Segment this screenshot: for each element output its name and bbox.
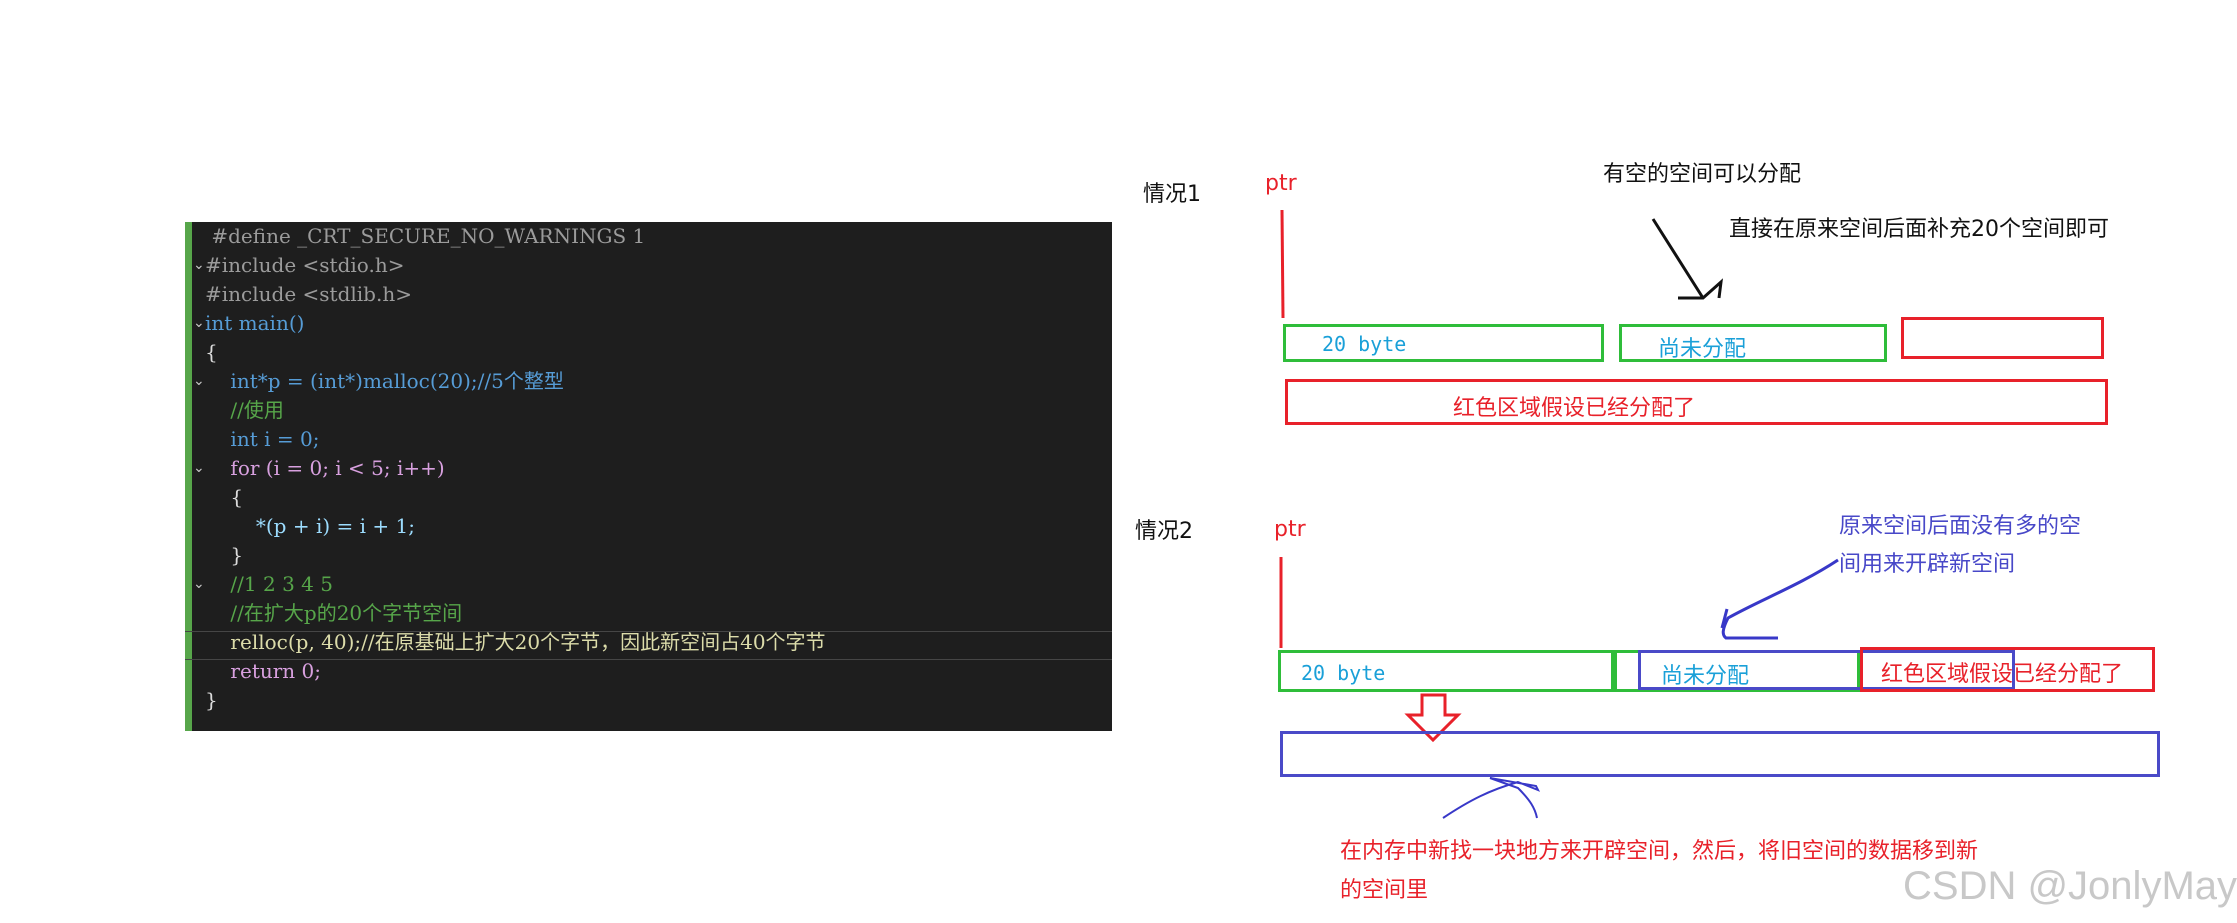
case1-note-right: 直接在原来空间后面补充20个空间即可 — [1729, 217, 2109, 242]
case1-used-label: 20 byte — [1322, 332, 1407, 356]
editor-gutter-bar — [185, 222, 192, 731]
case2-allocated-label: 红色区域假设已经分配了 — [1881, 662, 2124, 687]
fold-marker-icon[interactable]: ⌄ — [193, 315, 205, 331]
case1-free-label: 尚未分配 — [1658, 337, 1747, 362]
code-line: return 0; — [205, 659, 322, 683]
code-line: #include <stdlib.h> — [205, 282, 412, 306]
fold-marker-icon[interactable]: ⌄ — [193, 373, 205, 389]
case1-allocated-label: 红色区域假设已经分配了 — [1453, 396, 1696, 421]
code-line: #define _CRT_SECURE_NO_WARNINGS 1 — [205, 224, 646, 248]
case2-title: 情况2 — [1135, 519, 1193, 544]
case2-new-block — [1280, 731, 2160, 777]
case2-note-top-line1: 原来空间后面没有多的空 — [1839, 514, 2082, 539]
case1-ptr-label: ptr — [1265, 171, 1297, 196]
code-line: { — [205, 485, 244, 509]
case2-used-label: 20 byte — [1301, 661, 1386, 685]
code-line: int*p = (int*)malloc(20);//5个整型 — [205, 369, 564, 393]
code-line: relloc(p, 40);//在原基础上扩大20个字节，因此新空间占40个字节 — [205, 630, 826, 654]
case2-note-bottom-line1: 在内存中新找一块地方来开辟空间，然后，将旧空间的数据移到新 — [1340, 839, 1979, 864]
fold-marker-icon[interactable]: ⌄ — [193, 460, 205, 476]
arrow-icon — [1651, 218, 1723, 300]
case1-note-top: 有空的空间可以分配 — [1603, 162, 1802, 187]
code-line: for (i = 0; i < 5; i++) — [205, 456, 445, 480]
arrow-icon — [1442, 777, 1541, 819]
code-line: int main() — [205, 311, 305, 335]
code-line: int i = 0; — [205, 427, 320, 451]
case2-free-block: 尚未分配 — [1638, 650, 2015, 690]
case1-title: 情况1 — [1143, 182, 1201, 207]
code-line: *(p + i) = i + 1; — [205, 514, 415, 538]
case1-used-block: 20 byte — [1283, 324, 1604, 362]
code-line: //使用 — [205, 398, 284, 422]
case2-allocated-block: 红色区域假设已经分配了 — [1860, 647, 2155, 692]
case2-note-top-line2: 间用来开辟新空间 — [1839, 552, 2016, 577]
case2-used-block: 20 byte — [1278, 650, 1614, 692]
case1-allocated-region: 红色区域假设已经分配了 — [1285, 379, 2108, 425]
code-line: #include <stdio.h> — [205, 253, 405, 277]
arrow-icon — [1720, 558, 1839, 640]
code-editor: ⌄ ⌄ ⌄ ⌄ ⌄ #define _CRT_SECURE_NO_WARNING… — [185, 222, 1112, 731]
case1-free-block: 尚未分配 — [1619, 324, 1887, 362]
code-line: { — [205, 340, 218, 364]
down-arrow-icon — [1404, 693, 1462, 743]
code-line: //1 2 3 4 5 — [205, 572, 333, 596]
code-line: } — [205, 688, 218, 712]
fold-marker-icon[interactable]: ⌄ — [193, 576, 205, 592]
case2-free-label: 尚未分配 — [1661, 664, 1750, 689]
case2-ptr-label: ptr — [1274, 517, 1306, 542]
code-line: //在扩大p的20个字节空间 — [205, 601, 463, 625]
case1-allocated-block — [1901, 317, 2104, 359]
watermark: CSDN @JonlyMay — [1903, 864, 2237, 908]
ptr-line — [1280, 209, 1285, 319]
fold-marker-icon[interactable]: ⌄ — [193, 257, 205, 273]
code-line: } — [205, 543, 244, 567]
case2-note-bottom-line2: 的空间里 — [1340, 878, 1429, 903]
current-line-highlight — [185, 631, 1112, 660]
